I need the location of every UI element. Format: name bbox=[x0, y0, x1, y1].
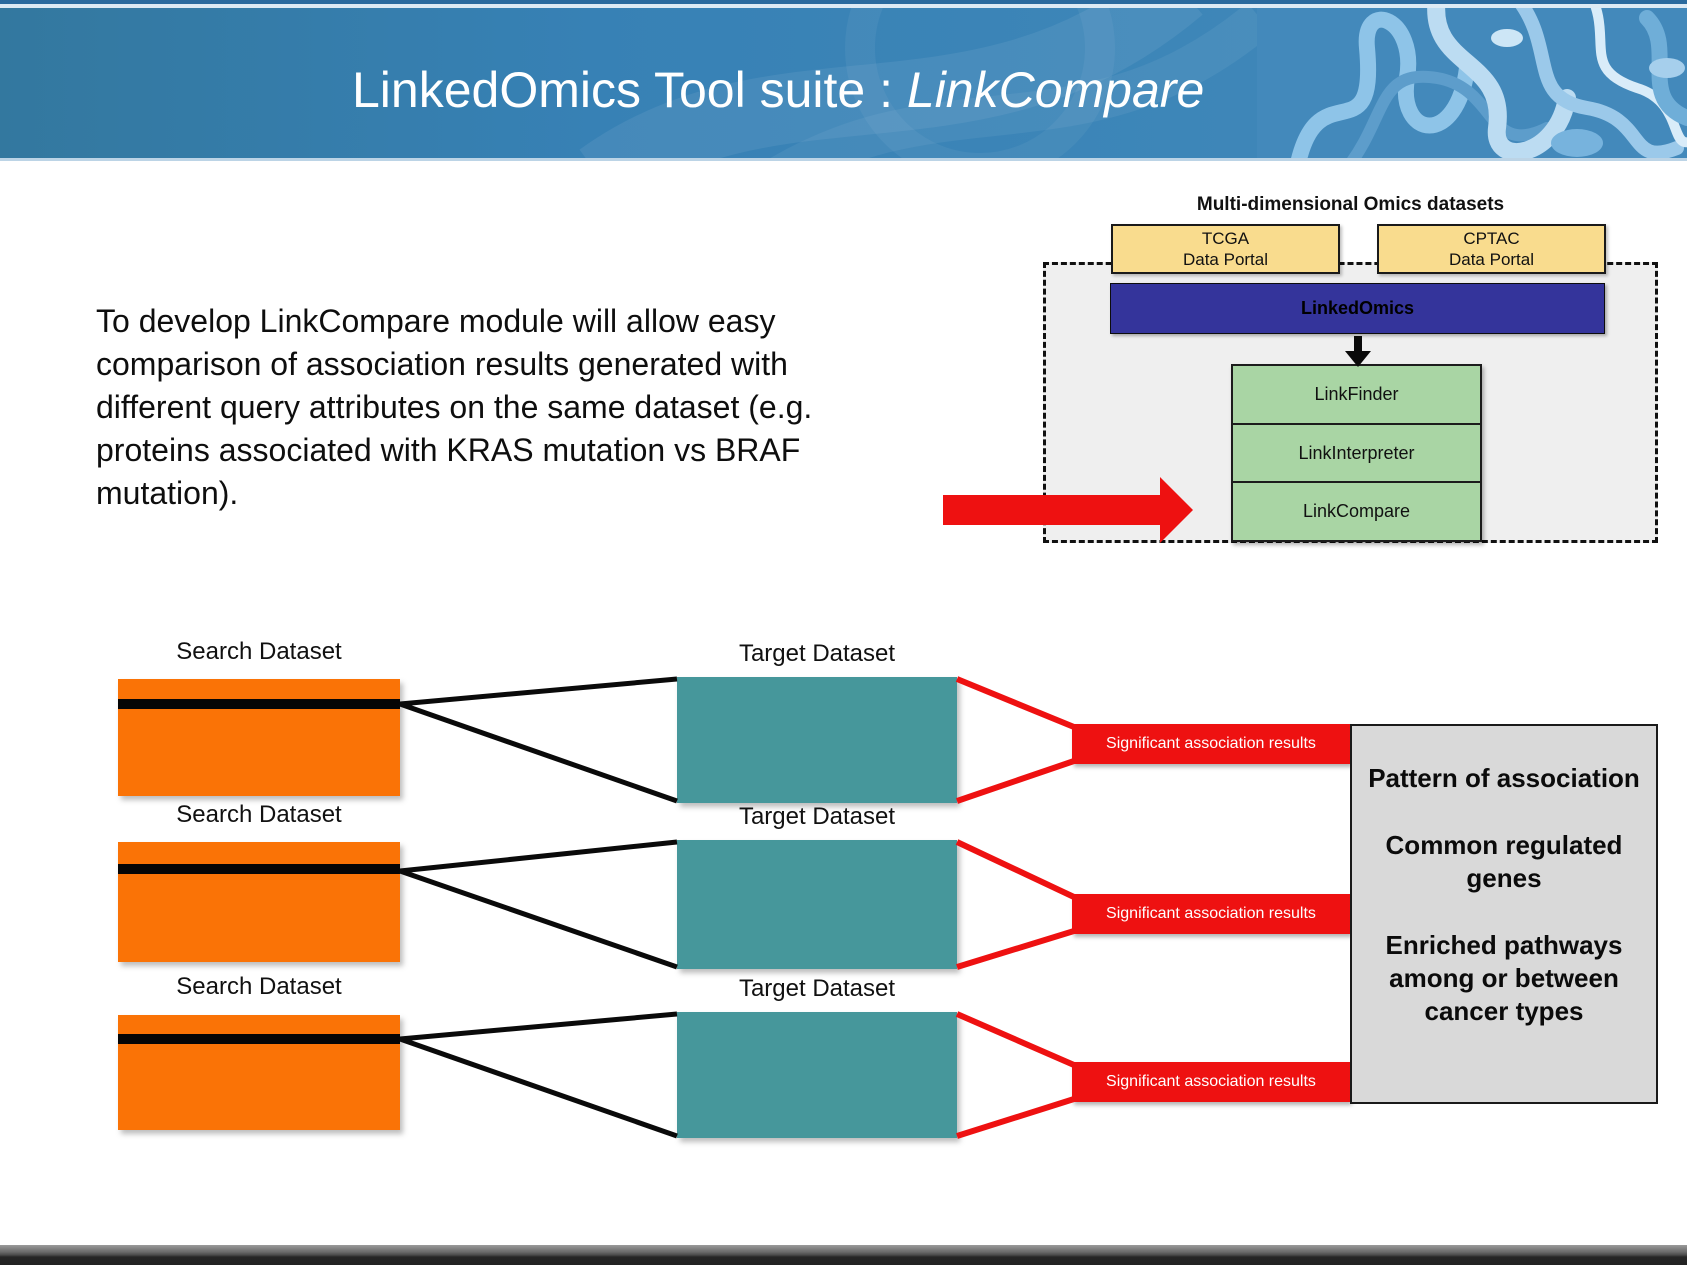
slide-title-main: LinkedOmics Tool suite : bbox=[352, 62, 907, 118]
query-attribute-stripe-1 bbox=[118, 699, 400, 709]
target-dataset-label-2: Target Dataset bbox=[738, 803, 896, 830]
outcome-enriched-pathways: Enriched pathways among or between cance… bbox=[1385, 930, 1623, 1026]
outcomes-panel: Pattern of association Common regulated … bbox=[1350, 724, 1658, 1104]
module-linkcompare: LinkCompare bbox=[1302, 501, 1411, 522]
search-dataset-label-2: Search Dataset bbox=[176, 801, 342, 828]
header-top-stripe bbox=[0, 0, 1687, 4]
module-linkfinder: LinkFinder bbox=[1233, 366, 1480, 425]
search-dataset-box-2 bbox=[118, 842, 400, 962]
query-attribute-stripe-3 bbox=[118, 1034, 400, 1044]
cptac-line2: Data Portal bbox=[1448, 250, 1535, 269]
result-bar-3: Significant association results bbox=[1072, 1062, 1350, 1102]
target-result-connectors bbox=[955, 676, 1076, 1139]
bottom-chrome-bar bbox=[0, 1245, 1687, 1265]
outcome-pattern: Pattern of association bbox=[1368, 763, 1640, 793]
module-linkinterpreter: LinkInterpreter bbox=[1233, 425, 1480, 484]
tcga-line1: TCGA bbox=[1201, 229, 1250, 248]
target-dataset-label-1: Target Dataset bbox=[738, 640, 896, 667]
slide-title: LinkedOmics Tool suite : LinkCompare bbox=[352, 61, 1352, 119]
tcga-line2: Data Portal bbox=[1182, 250, 1269, 269]
search-dataset-box-3 bbox=[118, 1015, 400, 1130]
target-dataset-box-3 bbox=[677, 1012, 957, 1138]
query-attribute-stripe-2 bbox=[118, 864, 400, 874]
module-stack: LinkFinder LinkInterpreter LinkCompare bbox=[1231, 364, 1482, 542]
target-dataset-label-3: Target Dataset bbox=[738, 975, 896, 1002]
target-dataset-box-2 bbox=[677, 840, 957, 969]
tcga-data-portal-box: TCGA Data Portal bbox=[1111, 224, 1340, 274]
omics-diagram-caption: Multi-dimensional Omics datasets bbox=[1196, 194, 1505, 215]
cptac-line1: CPTAC bbox=[1463, 229, 1520, 248]
target-dataset-box-1 bbox=[677, 677, 957, 803]
header-top-highlight bbox=[0, 4, 1687, 8]
search-dataset-label-3: Search Dataset bbox=[176, 973, 342, 1000]
search-dataset-label-1: Search Dataset bbox=[176, 638, 342, 665]
outcome-common-genes: Common regulated genes bbox=[1385, 830, 1623, 893]
search-dataset-box-1 bbox=[118, 679, 400, 796]
search-target-connectors bbox=[399, 676, 678, 1139]
cptac-data-portal-box: CPTAC Data Portal bbox=[1377, 224, 1606, 274]
header-banner: LinkedOmics Tool suite : LinkCompare bbox=[0, 8, 1687, 161]
result-bar-1: Significant association results bbox=[1072, 724, 1350, 764]
intro-paragraph: To develop LinkCompare module will allow… bbox=[96, 303, 813, 511]
result-bar-2: Significant association results bbox=[1072, 894, 1350, 934]
slide-title-emphasis: LinkCompare bbox=[906, 62, 1205, 118]
linkedomics-platform-box: LinkedOmics bbox=[1110, 283, 1605, 334]
